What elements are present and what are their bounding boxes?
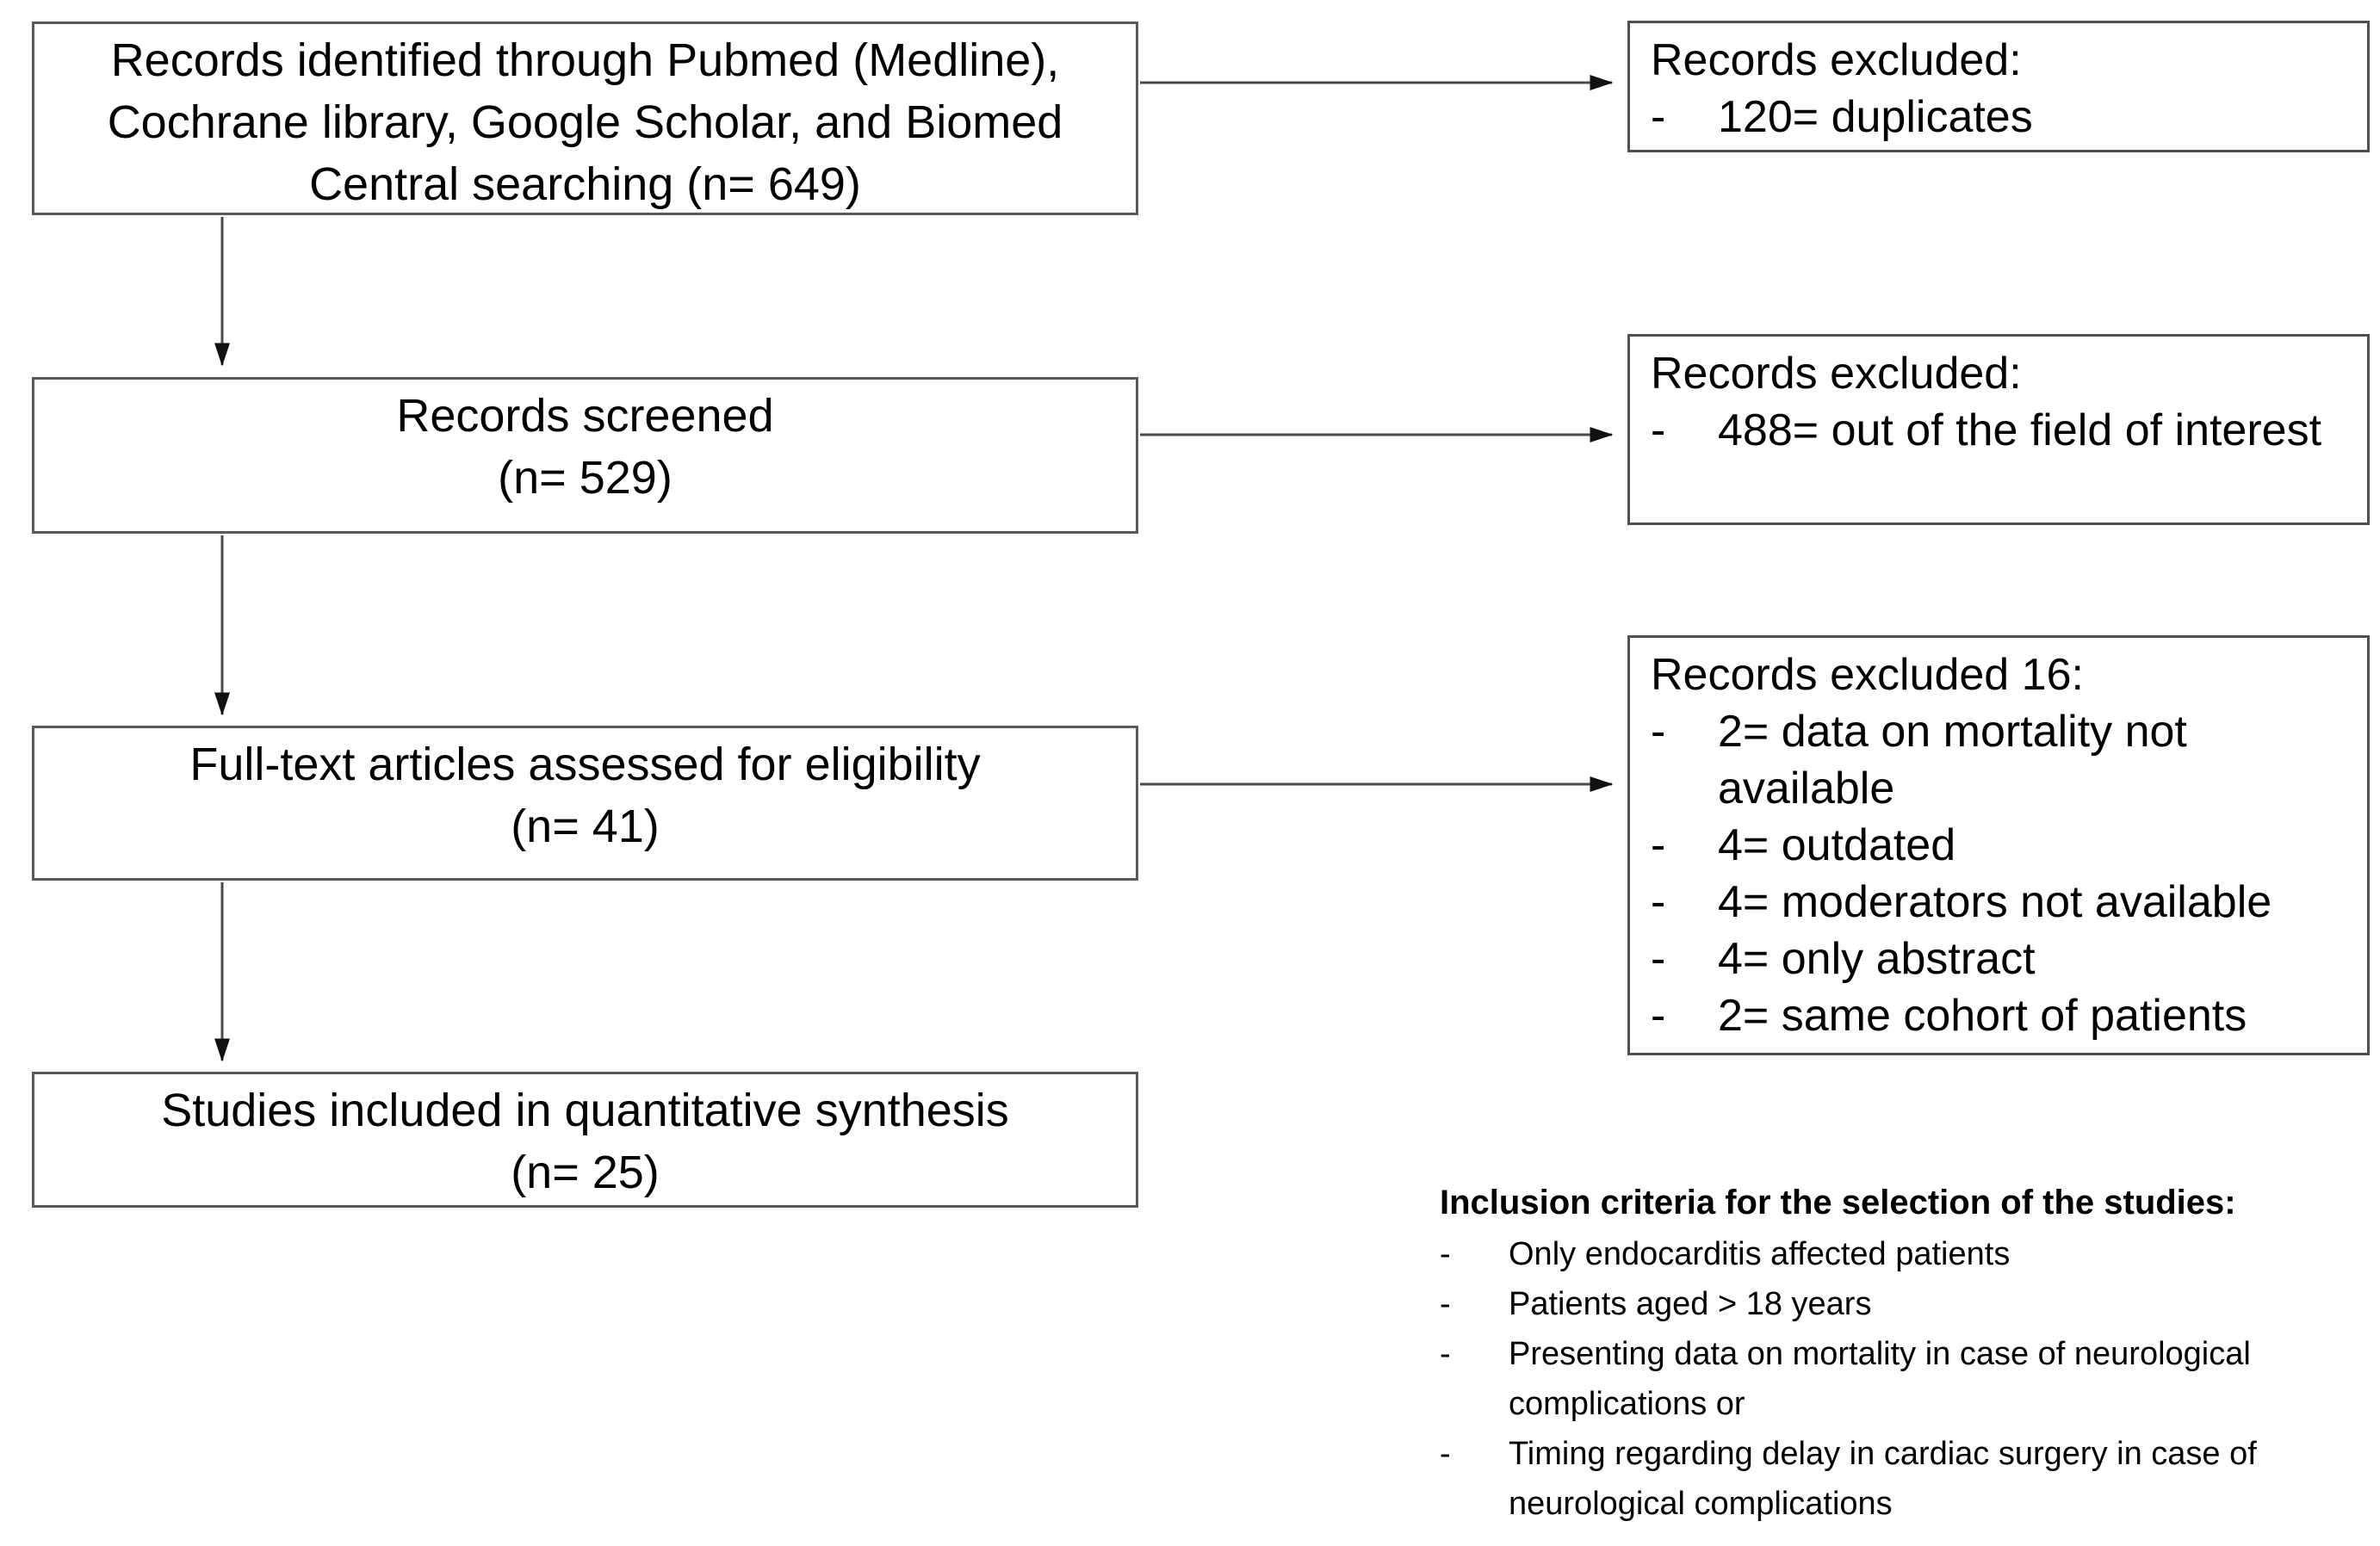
- inclusion-criteria-heading: Inclusion criteria for the selection of …: [1440, 1184, 2236, 1221]
- flow-box-screening: Records screened (n= 529): [32, 377, 1138, 534]
- exclusion-box-out-of-field: Records excluded: - 488= out of the fiel…: [1627, 334, 2370, 525]
- exclusion-item: - 4= outdated: [1651, 817, 2355, 874]
- exclusion-item-text: 4= only abstract: [1718, 934, 2036, 984]
- exclusion-item-text: 4= moderators not available: [1718, 877, 2272, 927]
- exclusion-box-title: Records excluded:: [1651, 349, 2022, 399]
- flow-box-eligibility: Full-text articles assessed for eligibil…: [32, 726, 1138, 881]
- inclusion-criteria-item-text: Presenting data on mortality in case of …: [1509, 1336, 2251, 1422]
- inclusion-criteria-item: - Timing regarding delay in cardiac surg…: [1440, 1429, 2380, 1529]
- exclusion-item-text: 120= duplicates: [1718, 92, 2033, 142]
- bullet-dash: -: [1440, 1236, 1451, 1272]
- inclusion-criteria-item: - Patients aged > 18 years: [1440, 1279, 2380, 1329]
- exclusion-item-text: 488= out of the field of interest: [1718, 405, 2322, 455]
- exclusion-item-text: 2= data on mortality not available: [1718, 707, 2187, 813]
- flow-box-identification: Records identified through Pubmed (Medli…: [32, 22, 1138, 215]
- bullet-dash: -: [1440, 1336, 1451, 1372]
- exclusion-item: - 120= duplicates: [1651, 89, 2355, 145]
- flow-box-included: Studies included in quantitative synthes…: [32, 1072, 1138, 1208]
- exclusion-item-text: 4= outdated: [1718, 820, 1956, 870]
- exclusion-box-fulltext-reasons: Records excluded 16: - 2= data on mortal…: [1627, 635, 2370, 1055]
- bullet-dash: -: [1651, 405, 1666, 455]
- bullet-dash: -: [1651, 991, 1666, 1041]
- bullet-dash: -: [1651, 820, 1666, 870]
- inclusion-criteria-item-text: Patients aged > 18 years: [1509, 1286, 1872, 1322]
- exclusion-item: - 4= only abstract: [1651, 931, 2355, 987]
- inclusion-criteria-item-text: Timing regarding delay in cardiac surger…: [1509, 1436, 2257, 1522]
- exclusion-item: - 4= moderators not available: [1651, 874, 2355, 931]
- exclusion-item: - 2= same cohort of patients: [1651, 987, 2355, 1044]
- exclusion-item: - 2= data on mortality not available: [1651, 703, 2355, 817]
- inclusion-criteria-item: - Presenting data on mortality in case o…: [1440, 1329, 2380, 1429]
- bullet-dash: -: [1440, 1436, 1451, 1472]
- bullet-dash: -: [1440, 1286, 1451, 1322]
- inclusion-criteria-block: Inclusion criteria for the selection of …: [1440, 1176, 2380, 1529]
- exclusion-box-duplicates: Records excluded: - 120= duplicates: [1627, 21, 2370, 152]
- bullet-dash: -: [1651, 92, 1666, 142]
- exclusion-item: - 488= out of the field of interest: [1651, 402, 2355, 459]
- bullet-dash: -: [1651, 877, 1666, 927]
- exclusion-item-text: 2= same cohort of patients: [1718, 991, 2247, 1041]
- inclusion-criteria-item: - Only endocarditis affected patients: [1440, 1229, 2380, 1279]
- exclusion-box-title: Records excluded 16:: [1651, 650, 2084, 700]
- bullet-dash: -: [1651, 707, 1666, 757]
- inclusion-criteria-item-text: Only endocarditis affected patients: [1509, 1236, 2011, 1272]
- exclusion-box-title: Records excluded:: [1651, 35, 2022, 85]
- bullet-dash: -: [1651, 934, 1666, 984]
